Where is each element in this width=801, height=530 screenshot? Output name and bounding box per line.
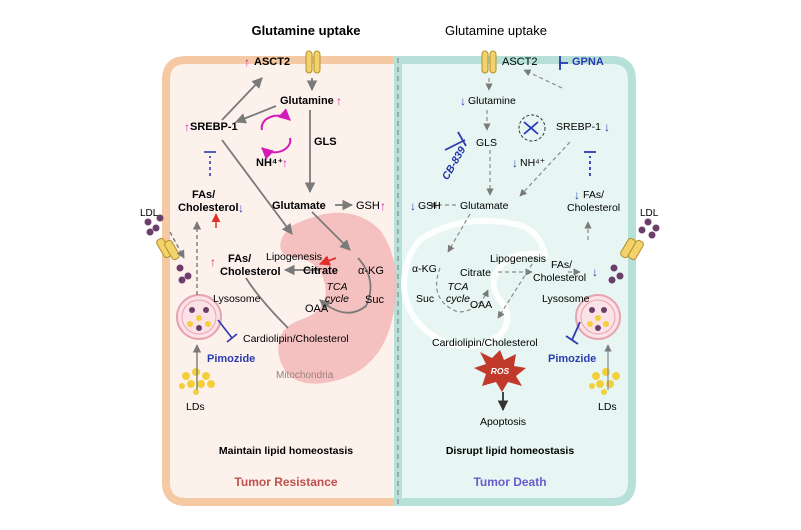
ldl-particles-right (608, 218, 660, 284)
right-inhibitors (444, 56, 596, 345)
up-arrow-asct2: ↑ (244, 55, 250, 69)
down-arrow-cholesterol-1: ↓ (238, 201, 244, 215)
lysosome-right (575, 294, 621, 340)
down-arrow-glutamine: ↓ (460, 94, 466, 108)
right-srebp1: SREBP-1 (556, 121, 601, 133)
right-caption: Disrupt lipid homeostasis (446, 445, 575, 457)
left-lysosome: Lysosome (213, 293, 261, 305)
left-citrate: Citrate (303, 265, 338, 277)
left-fas-2: FAs/ (228, 253, 251, 265)
right-akg: α-KG (412, 263, 437, 275)
lipogenesis-arrow (318, 255, 337, 266)
up-arrow-srebp1: ↑ (184, 120, 190, 134)
left-inhibitors (204, 151, 238, 343)
left-lipogenesis: Lipogenesis (266, 251, 322, 263)
right-nh4: NH⁴⁺ (520, 157, 545, 169)
left-cell-membrane (162, 56, 402, 506)
right-oaa: OAA (470, 299, 492, 311)
left-cycle (260, 108, 292, 160)
right-ros: ROS (491, 366, 510, 376)
right-fas-1: FAs/ (583, 189, 604, 201)
right-ldl: LDL (640, 208, 659, 219)
left-glutamine: Glutamine (280, 95, 334, 107)
left-lds: LDs (186, 401, 205, 413)
left-tca-cycle: cycle (325, 293, 349, 305)
ldl-receptor-right (620, 237, 644, 261)
left-tca: TCA (327, 281, 348, 293)
asct2-transporter-left (305, 50, 321, 74)
right-asct2-label: ASCT2 (502, 56, 537, 68)
right-pimozide: Pimozide (548, 353, 596, 365)
right-cholesterol-2: Cholesterol (533, 272, 586, 284)
change-indicators: ↑ ↑ ↑ ↑ ↑ ↑ ↓ ↓ ↓ ↓ ↓ ↓ ↓ (184, 55, 610, 279)
right-apoptosis: Apoptosis (480, 416, 526, 428)
left-dashed (169, 221, 202, 295)
up-arrow-gsh: ↑ (380, 199, 386, 213)
lipid-droplets-left (179, 368, 215, 395)
left-ldl: LDL (140, 208, 159, 219)
right-glutamine: Glutamine (468, 95, 516, 107)
left-outcome: Tumor Resistance (234, 475, 337, 489)
left-oaa: OAA (305, 303, 329, 315)
down-arrow-fas-1: ↓ (574, 188, 580, 202)
lysosome-left (176, 294, 222, 340)
right-suc: Suc (416, 293, 434, 305)
left-fas-1: FAs/ (192, 189, 215, 201)
left-cell (162, 56, 402, 506)
right-cholesterol-1: Cholesterol (567, 202, 620, 214)
right-arrows (429, 69, 592, 319)
left-mitochondria-label: Mitochondria (276, 370, 334, 381)
right-cardiolipin: Cardiolipin/Cholesterol (432, 337, 538, 349)
right-lipogenesis: Lipogenesis (490, 253, 546, 265)
left-cholesterol-2: Cholesterol (220, 266, 281, 278)
ldl-particles-left (144, 214, 192, 284)
left-caption: Maintain lipid homeostasis (219, 445, 353, 457)
left-cardiolipin: Cardiolipin/Cholesterol (243, 333, 349, 345)
left-nh4: NH⁴⁺ (256, 157, 283, 169)
down-arrow-srebp1: ↓ (604, 120, 610, 134)
right-glutamate: Glutamate (460, 200, 509, 212)
right-lysosome: Lysosome (542, 293, 590, 305)
right-cell (394, 56, 636, 506)
left-gsh: GSH (356, 200, 380, 212)
left-pimozide: Pimozide (207, 353, 255, 365)
up-arrow-glutamine: ↑ (336, 94, 342, 108)
down-arrow-gsh: ↓ (410, 199, 416, 213)
right-lds: LDs (598, 401, 617, 413)
left-suc: Suc (365, 294, 384, 306)
down-arrow-fas-2: ↓ (592, 265, 598, 279)
left-title: Glutamine uptake (251, 23, 360, 38)
left-glutamate: Glutamate (272, 200, 326, 212)
right-fas-2: FAs/ (551, 259, 572, 271)
right-tca: TCA (448, 281, 469, 293)
ldl-receptor-left (156, 237, 180, 261)
right-citrate: Citrate (460, 267, 491, 279)
right-tca-cycle: cycle (446, 293, 470, 305)
left-akg: α-KG (358, 265, 384, 277)
right-gsh: GSH (418, 200, 441, 212)
right-cell-membrane (394, 56, 636, 506)
left-srebp1: SREBP-1 (190, 121, 238, 133)
up-arrow-nh4: ↑ (282, 156, 288, 170)
mitochondria-left (278, 212, 397, 384)
right-outcome: Tumor Death (473, 475, 546, 489)
up-arrow-fas-2: ↑ (210, 255, 216, 269)
left-gls: GLS (314, 136, 337, 148)
ros-burst (474, 350, 526, 392)
right-gpna: GPNA (572, 56, 604, 68)
left-cholesterol-1: Cholesterol (178, 202, 239, 214)
asct2-transporter-right (481, 50, 497, 74)
right-cycle (518, 114, 546, 142)
left-arrows (221, 77, 372, 329)
right-gls: GLS (476, 137, 497, 149)
left-asct2-label: ASCT2 (254, 56, 290, 68)
mitochondria-right (400, 217, 549, 350)
down-arrow-nh4: ↓ (512, 156, 518, 170)
right-title: Glutamine uptake (445, 23, 547, 38)
